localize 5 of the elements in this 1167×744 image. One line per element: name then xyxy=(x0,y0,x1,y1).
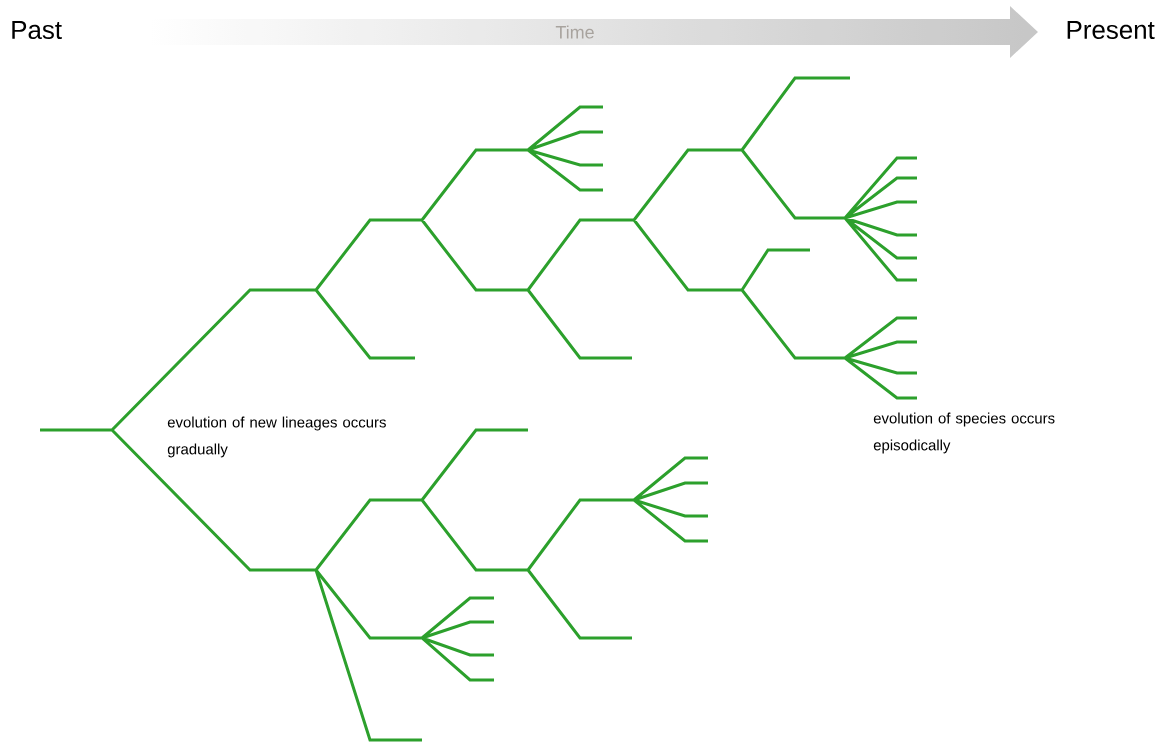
annotation: evolution of new lineages occurs gradually xyxy=(167,416,386,458)
axis-title: Time xyxy=(555,25,594,39)
axis-label: Past xyxy=(12,20,62,40)
annotation: evolution of species occurs episodically xyxy=(873,412,1055,454)
axis-label: Present xyxy=(1067,20,1155,40)
